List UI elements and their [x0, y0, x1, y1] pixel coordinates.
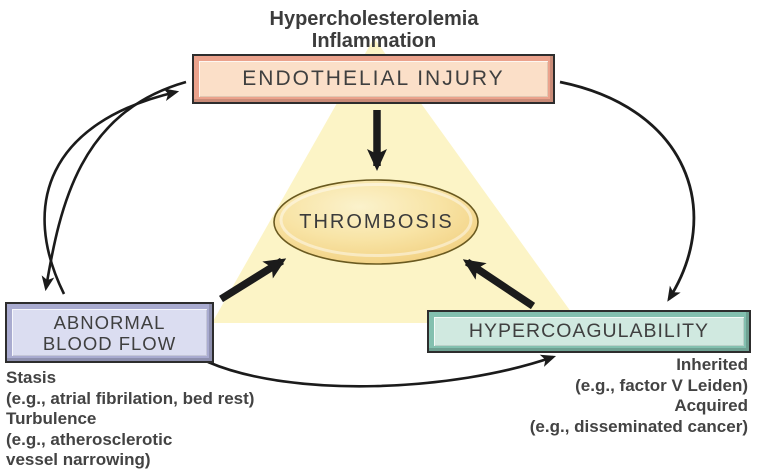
node-thrombosis-label: THROMBOSIS: [299, 211, 454, 233]
arrow-endothelial-to-abnormal: [41, 80, 187, 292]
header-line-inflammation: Inflammation: [311, 30, 437, 52]
arrow-abnormal-to-hypercoagulability: [207, 354, 557, 388]
annotation-line: Inherited: [676, 355, 748, 374]
node-endothelial-injury: ENDOTHELIAL INJURY: [192, 54, 555, 104]
thrombosis-ellipse: [273, 179, 479, 265]
annotation-line: vessel narrowing): [6, 450, 151, 469]
node-hypercoagulability-label: HYPERCOAGULABILITY: [468, 320, 710, 342]
node-abnormal-blood-flow-label-line1: ABNORMAL: [53, 311, 166, 333]
header-line-hypercholesterolemia: Hypercholesterolemia: [269, 8, 479, 30]
annotation-abnormal-blood-flow: Stasis (e.g., atrial fibrilation, bed re…: [6, 368, 254, 471]
thrombosis-ellipse-highlight: [279, 183, 473, 257]
node-abnormal-blood-flow: ABNORMAL BLOOD FLOW: [5, 302, 214, 363]
arrow-endothelial-to-hypercoagulability: [559, 80, 696, 302]
node-abnormal-blood-flow-label-line2: BLOOD FLOW: [42, 332, 177, 354]
annotation-hypercoagulability: Inherited (e.g., factor V Leiden) Acquir…: [530, 355, 748, 437]
annotation-line: (e.g., atrial fibrilation, bed rest): [6, 388, 255, 408]
header-risk-factors: Hypercholesterolemia Inflammation: [74, 8, 674, 52]
arrow-abnormal-to-endothelial: [43, 88, 180, 295]
arrow-hypercoagulability-to-thrombosis: [462, 258, 536, 310]
annotation-line: Acquired: [674, 396, 748, 415]
annotation-line: (e.g., atherosclerotic: [6, 429, 173, 449]
annotation-line: (e.g., disseminated cancer): [529, 416, 748, 436]
node-hypercoagulability: HYPERCOAGULABILITY: [427, 310, 751, 353]
annotation-line: (e.g., factor V Leiden): [575, 375, 748, 395]
annotation-line: Stasis: [6, 368, 57, 387]
node-endothelial-injury-label: ENDOTHELIAL INJURY: [242, 67, 505, 90]
annotation-line: Turbulence: [6, 409, 97, 428]
arrow-abnormal-to-thrombosis: [219, 257, 287, 303]
